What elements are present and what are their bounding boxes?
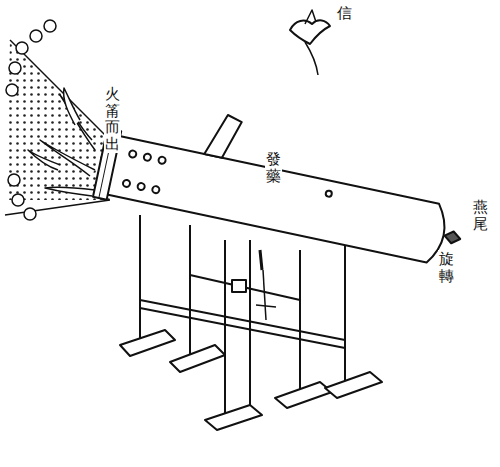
fuse-label: 信 [336, 4, 353, 23]
trestle-stand [120, 215, 382, 430]
launch-tube [93, 91, 475, 273]
tail-label: 燕尾 [472, 198, 489, 233]
outlet-label: 火筩而出 [104, 85, 121, 153]
fuse [290, 10, 330, 75]
rotate-label: 旋轉 [438, 250, 455, 285]
propellant-label: 發藥 [265, 150, 282, 185]
